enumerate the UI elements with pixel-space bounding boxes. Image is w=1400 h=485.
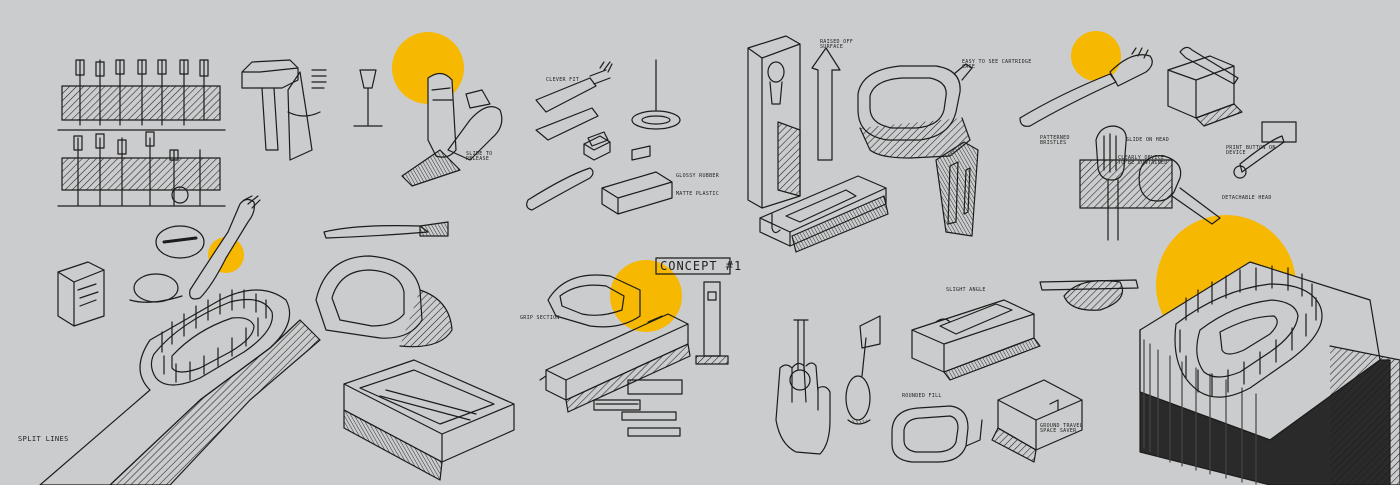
angled-box-sketch [911,299,1041,381]
head-closeup-sketch [1079,121,1297,241]
travel-tray-sketch [343,359,515,481]
tray-box-sketch [759,175,889,253]
tilted-panel-sketch [935,141,979,237]
lying-brush-sketch [1039,279,1139,311]
oval-base-sketch [315,255,453,348]
annotation-clearly-device: CLEARLY DEVICE TO BE CONTAINED [1118,155,1168,167]
space-saver-box-sketch [991,379,1083,463]
annotation-print-button: PRINT BUTTON ON DEVICE [1226,145,1276,157]
electric-brush-cutaway-sketch [353,69,503,187]
annotation-raised-off-surface: RAISED OFF SURFACE [820,39,854,51]
accent-circle [610,260,682,332]
cartridge-case-sketch [857,63,973,159]
tall-box-arrow-sketch [747,35,841,234]
concept-one-sketch [539,257,731,437]
angled-electric-brush-sketch [129,195,261,303]
pen-brush-sketch [526,59,681,215]
annotation-matte-plastic: MATTE PLASTIC [676,191,720,197]
faucet-holder-sketch [241,59,327,161]
long-brush-sketch [323,221,449,239]
annotation-split-lines: SPLIT LINES [18,435,69,443]
annotation-space-saver: GROUND TRAVEL SPACE SAVER [1040,423,1084,435]
annotation-slight-angle: SLIGHT ANGLE [946,287,986,293]
small-box-sketches [583,135,651,161]
annotation-slide-on-head: SLIDE ON HEAD [1126,137,1170,143]
rounded-capsule-sketch [891,405,983,463]
large-flat-brush-sketch [39,261,321,485]
annotation-clever-fit: CLEVER FIT [546,77,580,83]
annotation-glossy-rubber: GLOSSY RUBBER [676,173,720,179]
annotation-detachable-head: DETACHABLE HEAD [1222,195,1272,201]
hand-ring-sketch [775,315,881,455]
annotation-rounded-fill: ROUNDED FILL [902,393,942,399]
annotation-cartridge-case: EASY TO SEE CARTRIDGE CASE [962,59,1032,71]
toothbrush-rack-sketch [57,59,226,207]
slide-head-brush-sketch [1019,46,1243,127]
annotation-grip-section: GRIP SECTION [520,315,560,321]
big-brush-case-sketch [1139,261,1400,485]
annotation-patterned-bristles: PATTERNED BRISTLES [1040,135,1070,147]
accent-circle [1071,31,1121,81]
annotation-slide-to-release: SLIDE TO RELEASE [466,151,493,163]
annotation-concept: CONCEPT #1 [660,259,743,273]
